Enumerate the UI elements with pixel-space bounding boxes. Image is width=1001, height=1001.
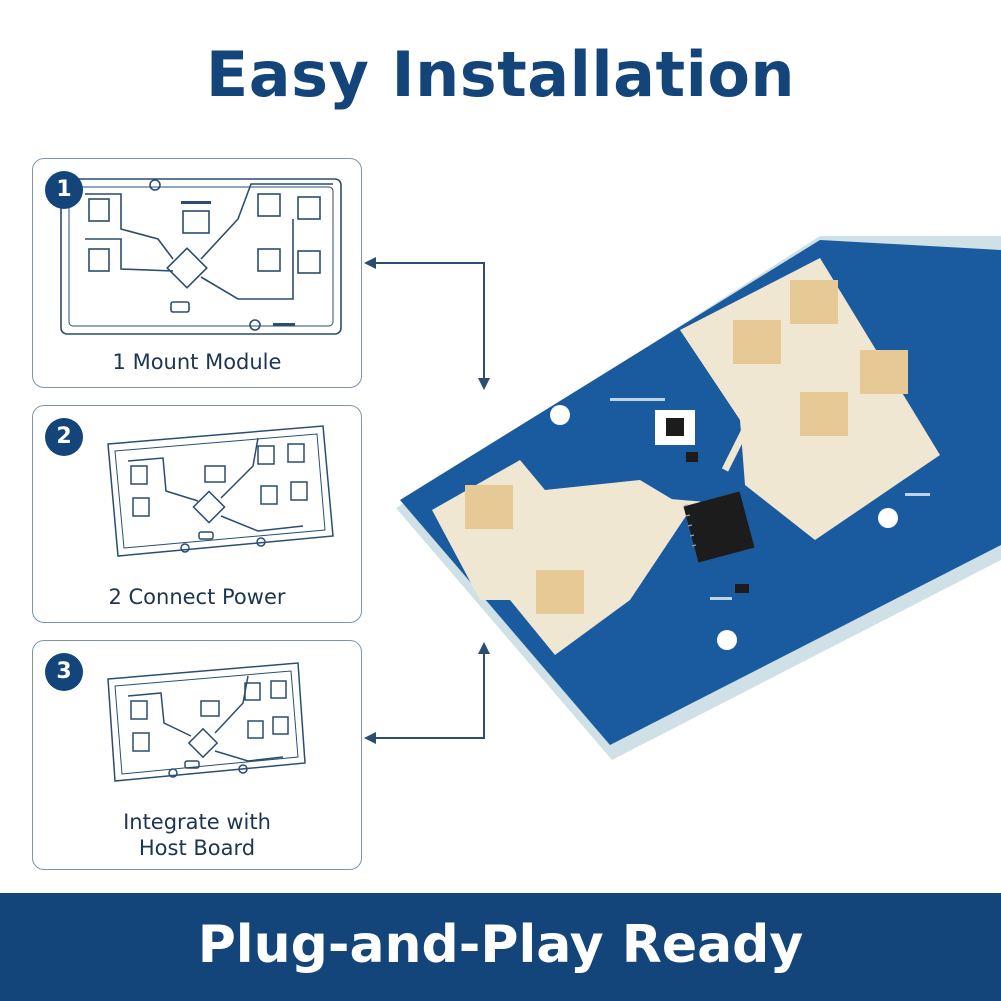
step-card-connect-power: 2 2 Connect Power [32, 405, 362, 623]
step-number-badge: 1 [45, 171, 83, 209]
module-outline-drawing [107, 425, 334, 557]
step-card-mount-module: 1 1 Mount Module [32, 158, 362, 388]
page-title: Easy Installation [205, 38, 796, 111]
step-label-line2: Host Board [138, 836, 256, 860]
step-label: 2 Connect Power [108, 585, 286, 609]
step-number-badge: 2 [45, 418, 83, 456]
step-label: 1 Mount Module [112, 350, 282, 374]
ic-chip [683, 491, 755, 563]
bottom-banner: Plug-and-Play Ready [0, 893, 1001, 1001]
module-outline-drawing [107, 662, 306, 782]
step-number-badge: 3 [45, 653, 83, 691]
module-outline-drawing [60, 178, 342, 335]
step-card-integrate-host: 3 Integrate with Host Board [32, 640, 362, 870]
step-label-line1: Integrate with [123, 810, 271, 834]
banner-text: Plug-and-Play Ready [197, 915, 804, 975]
